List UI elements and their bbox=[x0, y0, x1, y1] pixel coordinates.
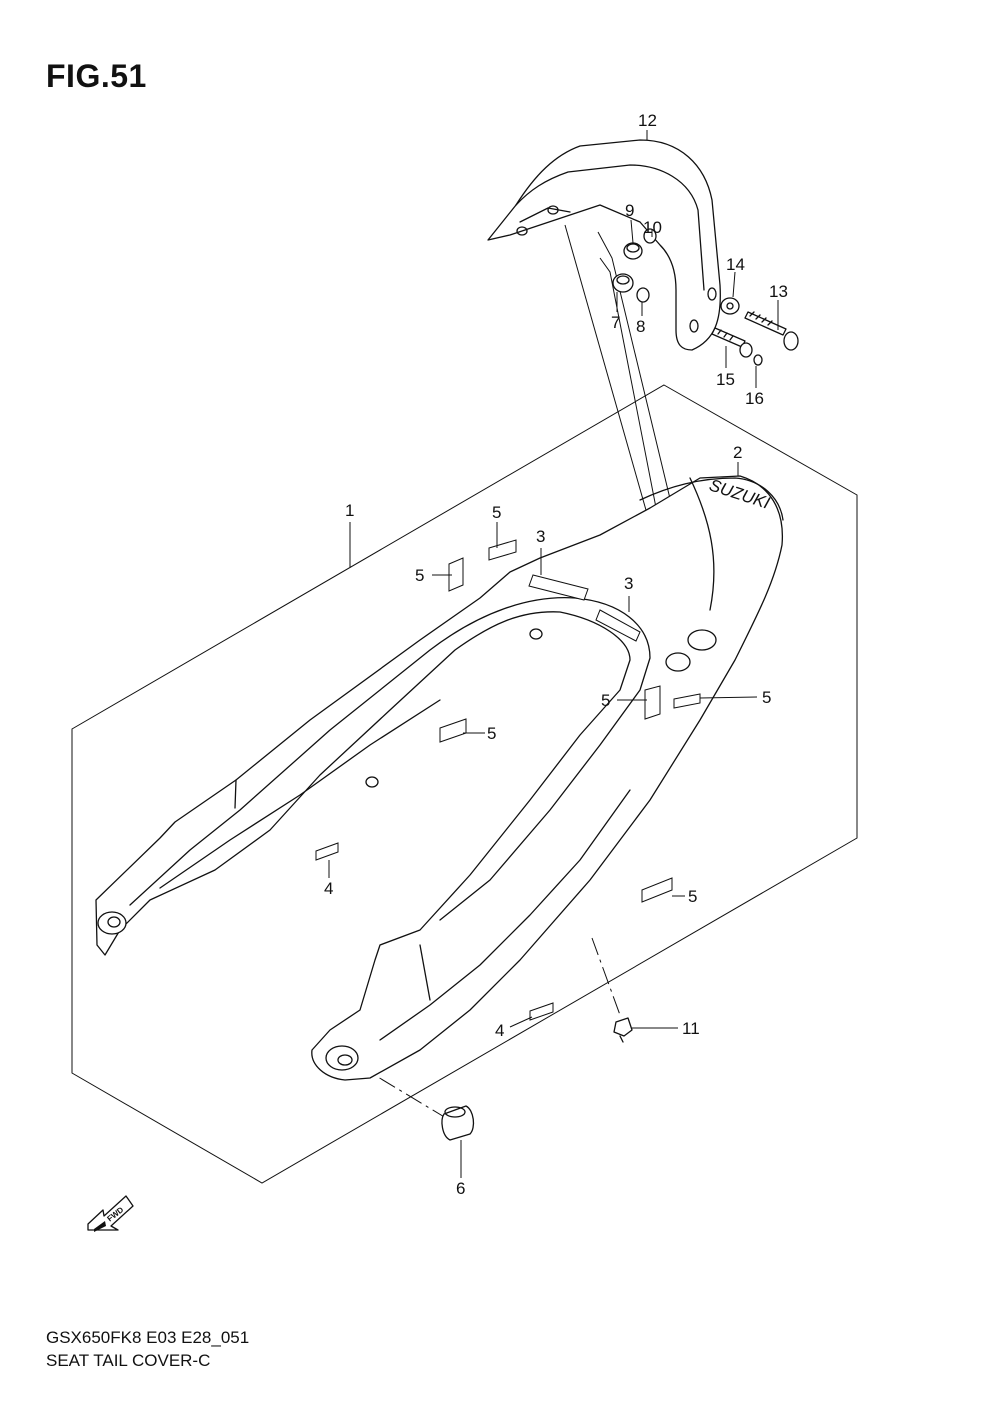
callout-5: 5 bbox=[762, 688, 771, 707]
callout-5: 5 bbox=[492, 503, 501, 522]
callout-4: 4 bbox=[495, 1021, 504, 1040]
cushion-part-9[interactable] bbox=[623, 242, 643, 260]
cushion-part-6[interactable] bbox=[441, 1105, 475, 1141]
clip-part-11[interactable] bbox=[613, 1017, 633, 1043]
callout-5: 5 bbox=[688, 887, 697, 906]
label-part-4[interactable] bbox=[315, 842, 339, 861]
label-part-5[interactable] bbox=[644, 685, 661, 720]
washer-part-16[interactable] bbox=[753, 354, 763, 366]
collar-part-10[interactable] bbox=[643, 228, 657, 244]
alignment-line bbox=[591, 937, 621, 1016]
callout-4: 4 bbox=[324, 879, 333, 898]
figure-title: FIG.51 bbox=[46, 58, 147, 94]
alignment-line bbox=[352, 1061, 447, 1119]
bolt-part-15[interactable] bbox=[711, 327, 753, 358]
callout-11: 11 bbox=[682, 1019, 700, 1038]
grab-rail-part-12[interactable] bbox=[487, 139, 721, 351]
bolt-part-13[interactable] bbox=[744, 311, 799, 351]
seat-tail-cover-part-1[interactable] bbox=[95, 475, 784, 1081]
callout-8: 8 bbox=[636, 317, 645, 336]
tape-part-3[interactable] bbox=[528, 574, 589, 601]
callout-3: 3 bbox=[536, 527, 545, 546]
figure-footer: GSX650FK8 E03 E28_051 SEAT TAIL COVER-C bbox=[46, 1326, 249, 1372]
callout-12: 12 bbox=[638, 111, 657, 130]
callout-15: 15 bbox=[716, 370, 735, 389]
callout-2: 2 bbox=[733, 443, 742, 462]
washer-part-14[interactable] bbox=[720, 297, 740, 315]
callout-9: 9 bbox=[625, 201, 634, 220]
label-part-5[interactable] bbox=[439, 718, 467, 743]
callout-5: 5 bbox=[487, 724, 496, 743]
label-part-5[interactable] bbox=[448, 557, 464, 592]
label-part-4[interactable] bbox=[529, 1002, 554, 1021]
callout-14: 14 bbox=[726, 255, 745, 274]
collar-part-8[interactable] bbox=[636, 287, 650, 303]
callout-1: 1 bbox=[345, 501, 354, 520]
callout-5: 5 bbox=[601, 691, 610, 710]
label-part-5[interactable] bbox=[673, 693, 701, 709]
assembly-group-outline bbox=[71, 384, 858, 1184]
callout-5: 5 bbox=[415, 566, 424, 585]
figure-caption: SEAT TAIL COVER-C bbox=[46, 1351, 211, 1370]
model-code: GSX650FK8 E03 E28_051 bbox=[46, 1328, 250, 1347]
tape-part-3[interactable] bbox=[595, 609, 641, 642]
callout-7: 7 bbox=[611, 313, 620, 332]
callout-16: 16 bbox=[745, 389, 764, 408]
label-part-5[interactable] bbox=[641, 877, 673, 903]
callout-3: 3 bbox=[624, 574, 633, 593]
callout-13: 13 bbox=[769, 282, 788, 301]
label-part-5[interactable] bbox=[488, 539, 517, 561]
callout-6: 6 bbox=[456, 1179, 465, 1198]
callout-10: 10 bbox=[643, 218, 662, 237]
fwd-arrow-icon: FWD bbox=[87, 1195, 134, 1232]
cushion-part-7[interactable] bbox=[612, 273, 634, 293]
